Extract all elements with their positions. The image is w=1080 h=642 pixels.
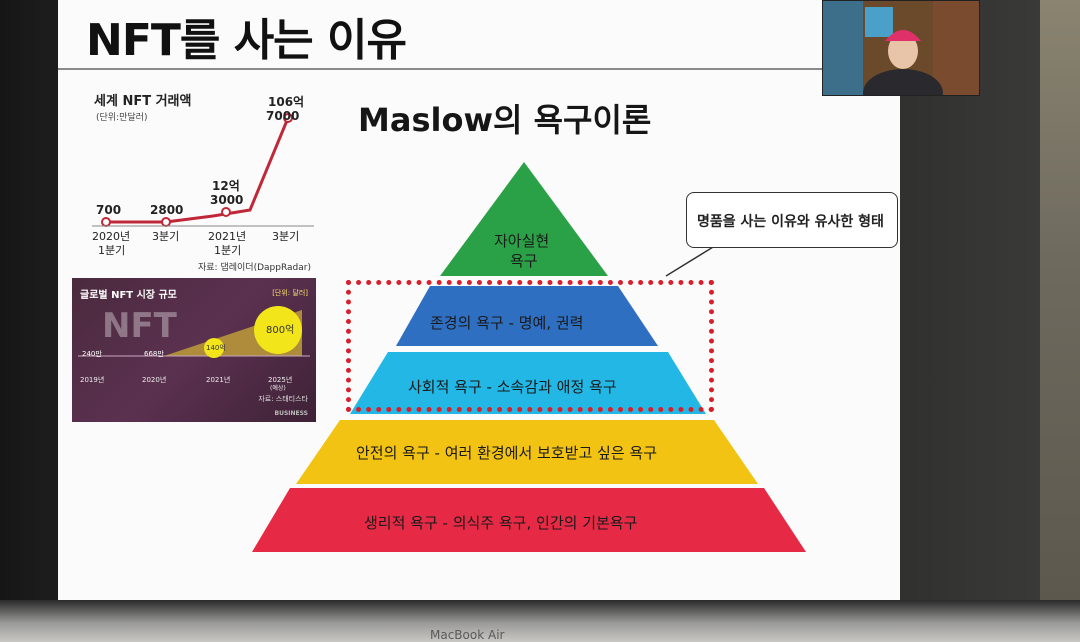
slide-title: NFT를 사는 이유 <box>86 15 407 66</box>
device-label: MacBook Air <box>430 628 505 642</box>
maslow-pyramid <box>252 162 806 552</box>
data-label-4a: 106억 <box>268 95 304 109</box>
year-2020: 2020년 <box>142 375 166 384</box>
market-title: 글로벌 NFT 시장 규모 <box>80 290 177 301</box>
forecast-note: (예상) <box>270 384 286 392</box>
nft-chart-title: 세계 NFT 거래액 <box>94 94 192 109</box>
bubble-2025 <box>254 306 302 354</box>
x-tick-4: 3분기 <box>272 230 299 243</box>
value-2020: 668만 <box>144 349 164 358</box>
value-2021: 140억 <box>206 344 226 352</box>
person-face <box>888 33 918 69</box>
year-2019: 2019년 <box>80 375 104 384</box>
webcam-feed <box>822 0 980 96</box>
title-divider <box>58 68 900 70</box>
tier-label-physiological: 생리적 욕구 - 의식주 욕구, 인간의 기본욕구 <box>364 514 638 532</box>
data-label-1: 700 <box>96 203 121 217</box>
tier-label-social: 사회적 욕구 - 소속감과 애정 욕구 <box>408 378 617 396</box>
maslow-heading: Maslow의 욕구이론 <box>358 101 652 139</box>
background-wall <box>1040 0 1080 642</box>
data-label-2: 2800 <box>150 203 183 217</box>
data-point-4 <box>283 113 293 123</box>
year-2021: 2021년 <box>206 375 230 384</box>
callout-pointer <box>665 243 719 277</box>
data-label-3a: 12억 <box>212 179 240 193</box>
wall-art-right <box>933 1 979 95</box>
tier-safety <box>296 420 758 484</box>
tier-label-esteem: 존경의 욕구 - 명예, 권력 <box>430 314 584 332</box>
data-point-3 <box>221 207 231 217</box>
data-label-3b: 3000 <box>210 193 243 207</box>
tier-physiological <box>252 488 806 552</box>
value-2025: 800억 <box>266 324 294 336</box>
market-graphic: 240만 668만 140억 800억 2019년 2020년 2021년 20… <box>78 306 310 392</box>
nft-watermark: NFT <box>102 306 177 346</box>
nft-volume-chart: 700 2800 12억 3000 106억 7000 2020년 1분기 3분… <box>78 88 328 278</box>
business-logo: BUSINESS <box>274 410 309 417</box>
highlight-dotted-box <box>346 280 714 412</box>
tier-self-actualization <box>440 162 608 276</box>
callout-box: 명품을 사는 이유와 유사한 형태 <box>686 192 898 248</box>
x-tick-2: 3분기 <box>152 230 179 243</box>
x-tick-3a: 2021년 <box>208 230 246 243</box>
wall-art-left <box>823 1 863 95</box>
callout-text: 명품을 사는 이유와 유사한 형태 <box>697 214 884 230</box>
red-cap <box>885 30 921 41</box>
tier-label-self-1: 자아실현 <box>494 232 550 250</box>
tier-esteem <box>396 286 658 346</box>
tier-label-safety: 안전의 욕구 - 여러 환경에서 보호받고 싶은 욕구 <box>356 444 657 462</box>
nft-chart-source: 자료: 댑레이더(DappRadar) <box>198 263 311 273</box>
presentation-slide: NFT를 사는 이유 Maslow의 욕구이론 700 2800 12억 300… <box>58 0 900 607</box>
x-tick-3b: 1분기 <box>214 244 241 257</box>
nft-chart-unit: (단위:만달러) <box>96 113 148 123</box>
value-2019: 240만 <box>82 349 102 358</box>
nft-volume-chart-plot: 700 2800 12억 3000 106억 7000 2020년 1분기 3분… <box>92 95 314 257</box>
x-tick-1b: 1분기 <box>98 244 125 257</box>
tier-social <box>350 352 706 414</box>
nft-volume-line <box>106 117 290 224</box>
year-2025: 2025년 <box>268 375 292 384</box>
webcam-image <box>823 1 979 95</box>
person-body <box>863 69 943 95</box>
data-label-4b: 7000 <box>266 109 299 123</box>
bubble-2021 <box>204 338 224 358</box>
market-source: 자료: 스태티스타 <box>258 395 308 403</box>
laptop-bezel <box>0 600 1080 642</box>
market-unit: [단위: 달러] <box>272 289 308 297</box>
painting <box>865 7 893 37</box>
tier-label-self-2: 욕구 <box>510 252 538 270</box>
nft-market-infographic: 240만 668만 140억 800억 2019년 2020년 2021년 20… <box>72 278 316 422</box>
x-tick-1a: 2020년 <box>92 230 130 243</box>
